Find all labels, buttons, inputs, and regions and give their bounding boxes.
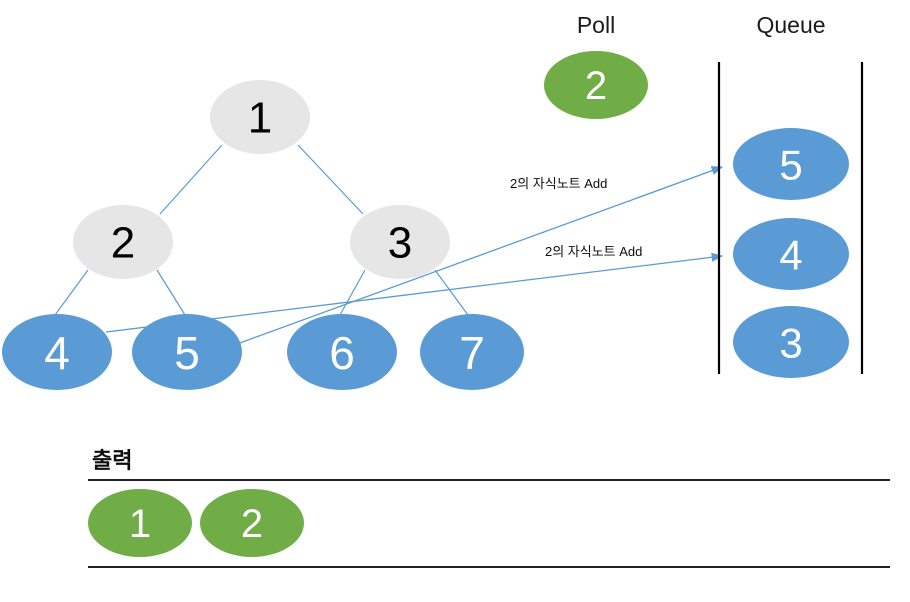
output-item-2[interactable]: 2 <box>200 489 304 557</box>
tree-edge-n2-n4 <box>54 269 89 316</box>
output-item-1[interactable]: 1 <box>88 489 192 557</box>
queue-item-4[interactable]: 4 <box>733 218 849 290</box>
tree-edge-n3-n6 <box>339 269 366 316</box>
queue-rails <box>717 62 864 374</box>
tree-edge-n1-n2 <box>159 144 223 215</box>
queue-item-5-label: 5 <box>779 142 802 189</box>
add-arrow-label-2: 2의 자식노트 Add <box>545 244 643 259</box>
queue-item-3[interactable]: 3 <box>733 306 849 378</box>
tree-node-6-label: 6 <box>329 327 355 379</box>
tree-node-7-label: 7 <box>459 327 485 379</box>
poll-node-group: 2 <box>544 51 648 119</box>
tree-node-1-label: 1 <box>248 94 272 143</box>
add-arrow-1 <box>184 166 724 364</box>
tree-node-6[interactable]: 6 <box>287 314 397 390</box>
output-item-1-label: 1 <box>129 502 151 546</box>
tree-node-5[interactable]: 5 <box>132 314 242 390</box>
tree-node-4[interactable]: 4 <box>2 314 112 390</box>
queue-items: 5 4 3 <box>733 128 849 378</box>
tree-node-3-label: 3 <box>388 219 412 268</box>
tree-node-1[interactable]: 1 <box>210 80 310 154</box>
tree-edge-n3-n7 <box>434 269 469 316</box>
tree-node-2[interactable]: 2 <box>73 205 173 279</box>
output-rules <box>88 479 890 568</box>
tree-node-3[interactable]: 3 <box>350 205 450 279</box>
tree-edge-n1-n3 <box>297 144 364 215</box>
queue-item-4-label: 4 <box>779 232 802 279</box>
tree-node-4-label: 4 <box>44 327 70 379</box>
tree-nodes: 1 2 3 4 5 6 7 <box>2 80 524 390</box>
tree-edges <box>54 144 469 316</box>
tree-node-5-label: 5 <box>174 327 200 379</box>
queue-item-3-label: 3 <box>779 320 802 367</box>
queue-item-5[interactable]: 5 <box>733 128 849 200</box>
add-arrow-label-1: 2의 자식노트 Add <box>510 176 608 191</box>
tree-node-7[interactable]: 7 <box>420 314 524 390</box>
poll-title: Poll <box>576 12 616 38</box>
queue-title: Queue <box>756 12 826 38</box>
tree-node-2-label: 2 <box>111 219 135 268</box>
poll-node-label: 2 <box>585 64 607 108</box>
output-item-2-label: 2 <box>241 502 263 546</box>
output-section-label: 출력 <box>92 448 133 473</box>
tree-edge-n2-n5 <box>156 269 186 316</box>
poll-node[interactable]: 2 <box>544 51 648 119</box>
